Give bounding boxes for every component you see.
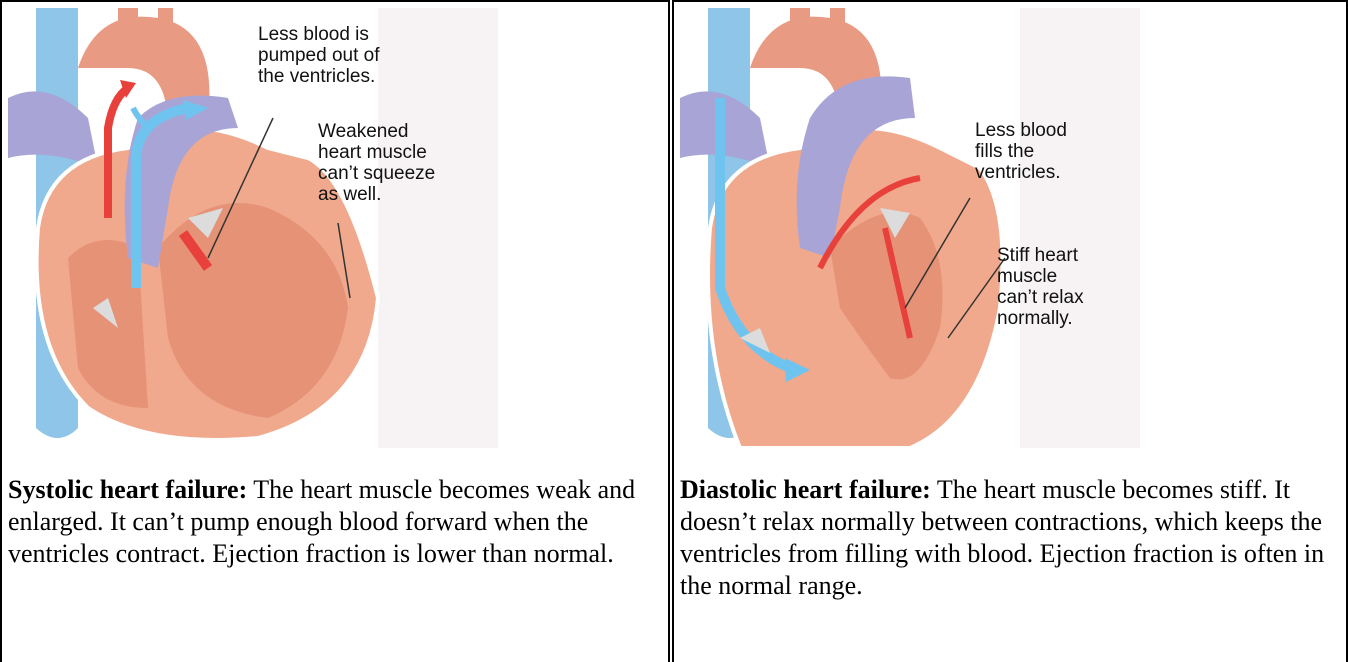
- systolic-heart-illustration: Less blood is pumped out of the ventricl…: [8, 8, 668, 448]
- caption-title: Diastolic heart failure:: [680, 475, 931, 504]
- diastolic-heart-illustration: Less blood fills the ventricles. Stiff h…: [680, 8, 1340, 448]
- annotation-less-blood-fills: Less blood fills the ventricles.: [975, 120, 1067, 183]
- caption-diastolic: Diastolic heart failure: The heart muscl…: [680, 474, 1335, 602]
- caption-systolic: Systolic heart failure: The heart muscle…: [8, 474, 663, 570]
- annotation-less-blood-pumped: Less blood is pumped out of the ventricl…: [258, 24, 379, 87]
- annotation-weakened-muscle: Weakened heart muscle can’t squeeze as w…: [318, 121, 435, 205]
- caption-title: Systolic heart failure:: [8, 475, 247, 504]
- panel-diastolic: Less blood fills the ventricles. Stiff h…: [672, 0, 1348, 662]
- panel-systolic: Less blood is pumped out of the ventricl…: [0, 0, 670, 662]
- annotation-stiff-muscle: Stiff heart muscle can’t relax normally.: [997, 245, 1084, 329]
